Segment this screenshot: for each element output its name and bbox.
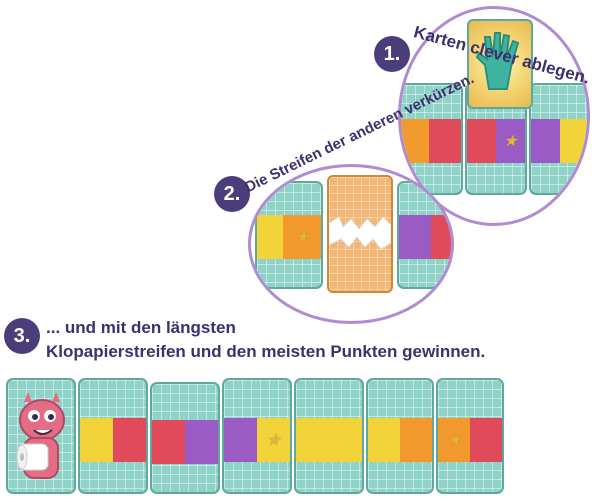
step-3-line1: ... und mit den längsten	[46, 318, 236, 337]
hand-icon	[475, 32, 520, 90]
star-icon: ★	[446, 432, 462, 449]
monster-character	[16, 392, 65, 479]
step-number-2: 2.	[214, 176, 250, 212]
card: ★	[222, 378, 292, 494]
monster-card	[6, 378, 76, 494]
step-3-line2: Klopapierstreifen und den meisten Punkte…	[46, 342, 486, 361]
card	[529, 83, 587, 195]
hand-card	[467, 19, 533, 109]
star-icon: ★	[266, 432, 281, 449]
step1-illustration: ★	[398, 6, 590, 226]
card	[78, 378, 148, 494]
step-number-1: 1.	[374, 36, 410, 72]
card	[294, 378, 364, 494]
tear-icon	[329, 216, 391, 250]
torn-card	[327, 175, 393, 293]
card	[150, 382, 220, 494]
card: ★	[436, 378, 504, 494]
card: ★	[255, 181, 323, 289]
card	[397, 181, 451, 289]
star-icon: ★	[294, 229, 309, 246]
step2-illustration: ★	[248, 164, 454, 324]
card	[366, 378, 434, 494]
star-icon: ★	[503, 133, 518, 150]
step-number-3: 3.	[4, 318, 40, 354]
